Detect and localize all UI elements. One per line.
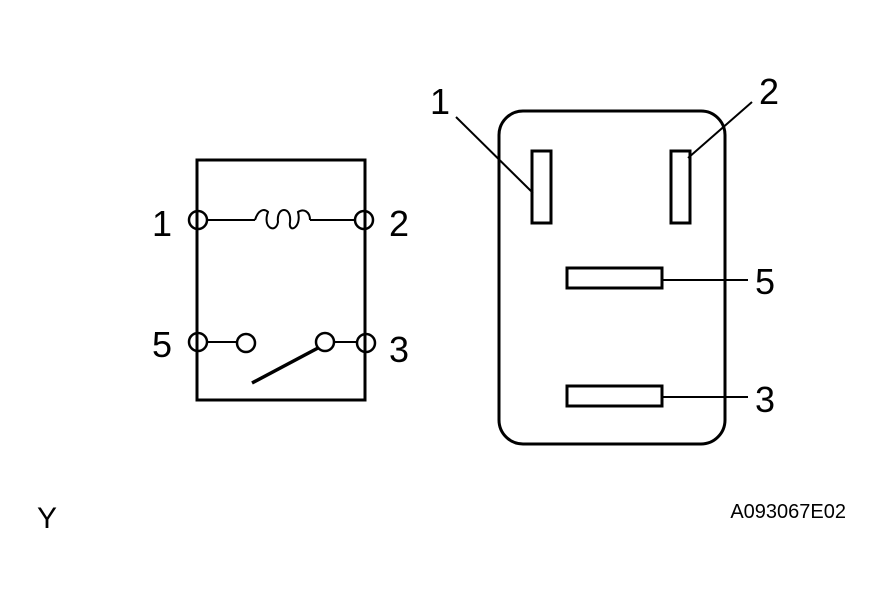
terminal-5-node <box>187 331 209 353</box>
switch-contact-fixed <box>235 332 257 354</box>
switch-circuit <box>187 331 377 385</box>
switch-contact-pivot <box>314 331 336 353</box>
coil-icon <box>254 209 311 230</box>
schematic-pin-1-label: 1 <box>152 203 172 244</box>
pin-1-leader <box>455 116 534 194</box>
terminal-3-node <box>355 332 377 354</box>
terminal-1-node <box>187 209 209 231</box>
connector-body <box>497 109 727 446</box>
connector-pin-2-label: 2 <box>759 71 779 112</box>
figure-code: A093067E02 <box>730 501 846 523</box>
schematic-pin-5-label: 5 <box>152 324 172 365</box>
terminal-2-node <box>353 209 375 231</box>
schematic-pin-2-label: 2 <box>389 203 409 244</box>
relay-schematic: 1 2 5 3 <box>152 158 409 402</box>
connector-pin-5-label: 5 <box>755 261 775 302</box>
relay-connector-view: 1 2 5 3 <box>430 71 779 446</box>
schematic-pin-3-label: 3 <box>389 329 409 370</box>
pin-3-slot <box>565 384 664 408</box>
pin-5-slot <box>565 266 664 290</box>
pin-2-leader <box>687 101 753 159</box>
connector-pin-3-label: 3 <box>755 379 775 420</box>
pin-2-slot <box>669 149 692 225</box>
pin-1-slot <box>530 149 553 225</box>
connector-pin-1-label: 1 <box>430 81 450 122</box>
switch-arm <box>251 346 319 385</box>
coil-circuit <box>187 209 375 231</box>
schematic-housing <box>195 158 367 402</box>
view-letter: Y <box>37 502 57 535</box>
